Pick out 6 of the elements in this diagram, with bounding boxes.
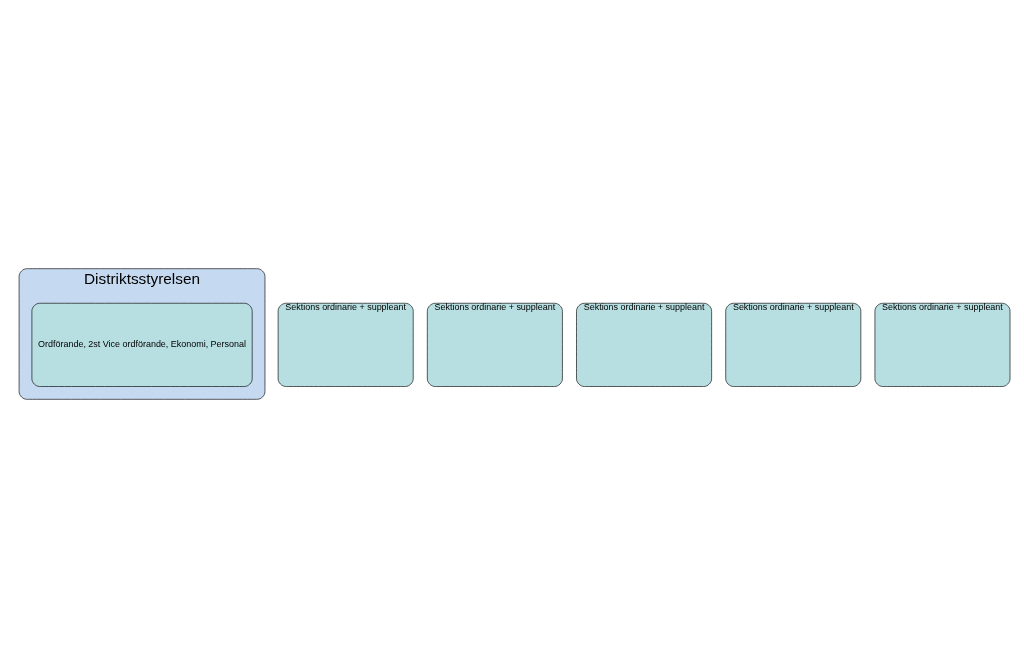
node-box: Sektions ordinarie + suppleant xyxy=(874,302,1011,387)
node-box: Sektions ordinarie + suppleant xyxy=(576,302,712,387)
node-box: Sektions ordinarie + suppleant xyxy=(725,302,862,387)
node-box: Sektions ordinarie + suppleant xyxy=(427,302,563,387)
node-box: Ordförande, 2st Vice ordförande, Ekonomi, Personal xyxy=(31,302,253,387)
node-box: Sektions ordinarie + suppleant xyxy=(277,302,414,387)
